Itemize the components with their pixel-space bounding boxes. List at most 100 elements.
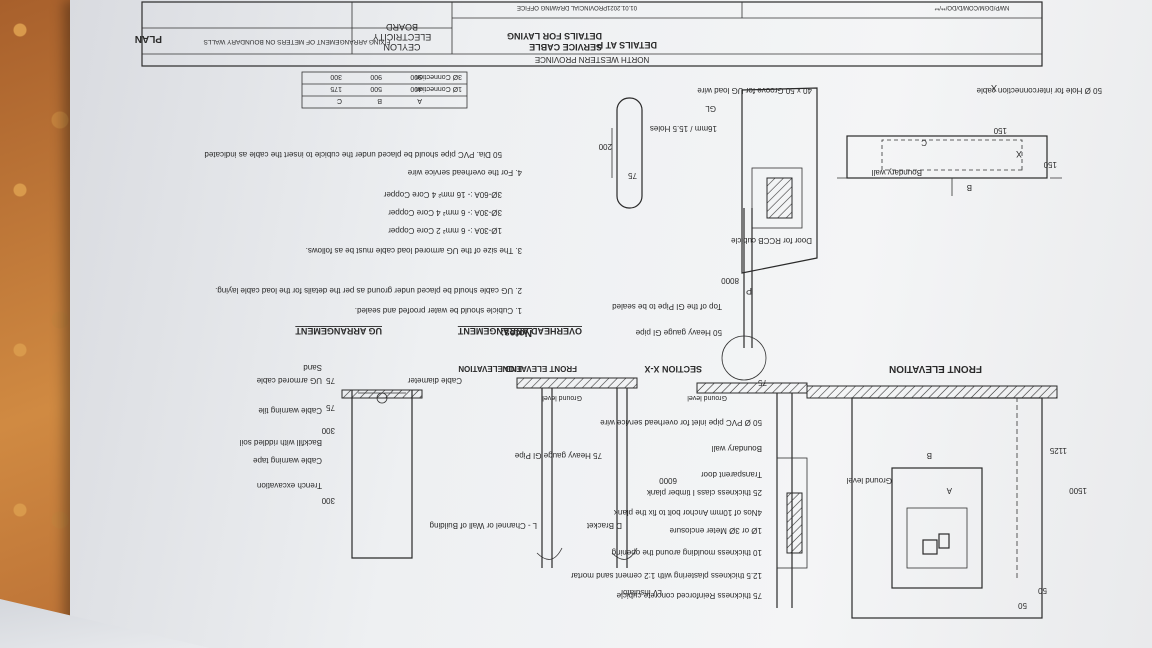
overhead-arrangement: 6000 75 Heavy gauge GI Pipe Ground level… xyxy=(430,326,677,597)
oh-ground-level: Ground level xyxy=(542,394,582,401)
plan-x2: X xyxy=(991,83,997,93)
title-drawing-title: FIXING ARRANGEMENT OF METERS ON BOUNDARY… xyxy=(203,38,391,45)
note-size-3: 3Ø-60A :- 16 mm² 4 Core Copper xyxy=(383,190,502,199)
plan-hole: 50 Ø Hole for interconnection cable xyxy=(976,86,1102,95)
abc-h-b: B xyxy=(377,97,382,104)
note-3: 3. The size of the UG armored load cable… xyxy=(306,246,522,255)
oh-dim-6000: 6000 xyxy=(659,476,677,485)
fe-dim-50b: 50 xyxy=(1038,586,1047,595)
abc-r1-label: 1Ø Connection xyxy=(415,85,462,92)
title-org-line1: CEYLON xyxy=(383,42,420,52)
service-cable-detail: 8000 Door for RCCB cubicle 40 x 50 Groov… xyxy=(507,31,818,381)
ug-dim-75b: 75 xyxy=(326,376,335,385)
note-size-2: 3Ø-30A :- 6 mm² 4 Core Copper xyxy=(388,208,502,217)
notes: Notes: 1. Cubicle should be water proofe… xyxy=(204,150,532,338)
sx-meter-enclosure: 1Ø or 3Ø Meter enclosure xyxy=(669,526,762,535)
title-org-line3: BOARD xyxy=(386,22,419,32)
abc-h-a: A xyxy=(417,97,422,104)
sx-cubicle: 75 thickness Reinforced concrete cubicle xyxy=(616,591,762,600)
title-org-line2: ELECTRICITY xyxy=(373,32,432,42)
section-xx: 75 thickness Reinforced concrete cubicle… xyxy=(570,364,808,608)
ug-cable: UG armored cable xyxy=(256,376,322,385)
abc-r2-label: 3Ø Connection xyxy=(415,73,462,80)
oh-end-elev: END ELEVATION xyxy=(458,364,522,373)
abc-r1-b: 500 xyxy=(370,85,382,92)
sx-title: SECTION X-X xyxy=(644,364,702,374)
note-1: 1. Cubicle should be water proofed and s… xyxy=(355,306,522,315)
sx-pvc-inlet: 50 Ø PVC pipe inlet for overhead service… xyxy=(600,418,762,427)
notes-heading: Notes: xyxy=(501,327,532,338)
fe-b: B xyxy=(927,451,932,460)
detail-title-2: SERVICE CABLE xyxy=(529,42,602,52)
details-at-p: 200 75 16mm / 15.5 Holes GL DETAILS AT P xyxy=(597,40,717,209)
detail-gi-sealed: Top of the GI Pipe to be sealed xyxy=(612,302,722,311)
plan-view: 150 150 C B X X Boundary wall 50 Ø Hole … xyxy=(135,33,1102,196)
detail-gi-50: 50 Heavy gauge GI pipe xyxy=(635,328,722,337)
abc-r1-c: 175 xyxy=(330,85,342,92)
ug-warning-tile: Cable warning tile xyxy=(258,406,322,415)
plan-dim-150a: 150 xyxy=(1043,160,1057,169)
detail-title-1: DETAILS FOR LAYING xyxy=(507,31,602,41)
ug-cable-diameter: Cable diameter xyxy=(407,376,462,385)
sx-transparent-door: Transparent door xyxy=(701,470,762,479)
abc-h-c: C xyxy=(337,97,342,104)
oh-title: OVERHEAD ARRANGEMENT xyxy=(457,326,582,336)
title-block: NORTH WESTERN PROVINCE CEYLON ELECTRICIT… xyxy=(141,1,1043,67)
sx-plastering: 12.5 thickness plastering with 1:2 cemen… xyxy=(570,571,762,580)
plan-c: C xyxy=(921,138,927,147)
fe-dim-50a: 50 xyxy=(1018,601,1027,610)
note-2: 2. UG cable should be placed under groun… xyxy=(215,286,522,295)
oh-l-channel: L - Channel or Wall of Building xyxy=(430,521,537,530)
fe-ground-level: Ground level xyxy=(846,476,892,485)
ug-trench: Trench excavation xyxy=(257,481,322,490)
ug-dim-75a: 75 xyxy=(326,403,335,412)
detail-dim-8000: 8000 xyxy=(721,276,739,285)
detail-holes: 16mm / 15.5 Holes xyxy=(650,124,717,133)
detail-dim-75: 75 xyxy=(628,171,637,180)
abc-r1-a: 400 xyxy=(410,85,422,92)
detail-door-rccb: Door for RCCB cubicle xyxy=(731,236,812,245)
detail-gl: GL xyxy=(705,104,716,113)
fe-title: FRONT ELEVATION xyxy=(889,363,982,374)
ug-sand: Sand xyxy=(303,363,322,372)
ug-backfill: Backfill with riddled soil xyxy=(240,438,322,447)
title-office: PROVINCIAL DRAWING OFFICE xyxy=(517,4,607,10)
front-elevation: 50 50 1500 1125 A B Ground level FRONT E… xyxy=(806,363,1087,619)
oh-lv-insulator: LV insulator xyxy=(620,588,662,597)
plan-title: PLAN xyxy=(135,33,162,44)
note-4-detail: 50 Dia. PVC pipe should be placed under … xyxy=(204,150,502,159)
sx-ground-level: Ground level xyxy=(687,394,727,401)
fe-dim-1125: 1125 xyxy=(1049,446,1067,455)
title-date: 01.01.2021 xyxy=(606,4,637,10)
detail-dim-200: 200 xyxy=(598,142,612,151)
sx-timber-plank: 25 thickness class I timber plank xyxy=(646,488,762,497)
oh-front-elev: FRONT ELEVATION xyxy=(502,364,577,373)
sx-moulding: 10 thickness moulding around the opening xyxy=(612,548,762,557)
rotated-drawing: NORTH WESTERN PROVINCE CEYLON ELECTRICIT… xyxy=(135,1,1102,619)
detail-groove: 40 x 50 Groove for UG load wire xyxy=(697,86,812,95)
drawing-sheet xyxy=(70,0,1152,648)
plan-dim-150b: 150 xyxy=(993,126,1007,135)
plan-b: B xyxy=(967,183,972,192)
sx-boundary-wall: Boundary wall xyxy=(712,444,762,453)
detail-p: P xyxy=(746,286,752,296)
abc-r2-c: 300 xyxy=(330,73,342,80)
note-size-1: 1Ø-30A :- 6 mm² 2 Core Copper xyxy=(388,226,502,235)
sx-anchor-bolt: 4Nos of 10mm Anchor bolt to fix the plan… xyxy=(613,508,762,517)
ug-arrangement: 300 300 75 75 Trench excavation Cable wa… xyxy=(240,326,462,559)
title-drawing-no: NWP/DGM/COM/D/DO/**/** xyxy=(934,4,1009,10)
plan-boundary-wall: Boundary wall xyxy=(872,168,922,177)
ug-warning-tape: Cable warning tape xyxy=(253,456,322,465)
abc-r2-a: 900 xyxy=(410,73,422,80)
plan-x1: X xyxy=(1016,149,1022,159)
title-province: NORTH WESTERN PROVINCE xyxy=(535,55,650,64)
ug-title: UG ARRANGEMENT xyxy=(295,326,382,336)
sx-dim-75: 75 xyxy=(758,378,767,387)
abc-table: A B C 1Ø Connection 400 500 175 3Ø Conne… xyxy=(301,71,468,109)
details-at-p-title: DETAILS AT P xyxy=(597,40,657,50)
oh-gi-pipe: 75 Heavy gauge GI Pipe xyxy=(514,451,602,460)
ug-dim-300a: 300 xyxy=(321,496,335,505)
fe-dim-1500: 1500 xyxy=(1069,486,1087,495)
oh-d-bracket: D Bracket xyxy=(586,521,622,530)
